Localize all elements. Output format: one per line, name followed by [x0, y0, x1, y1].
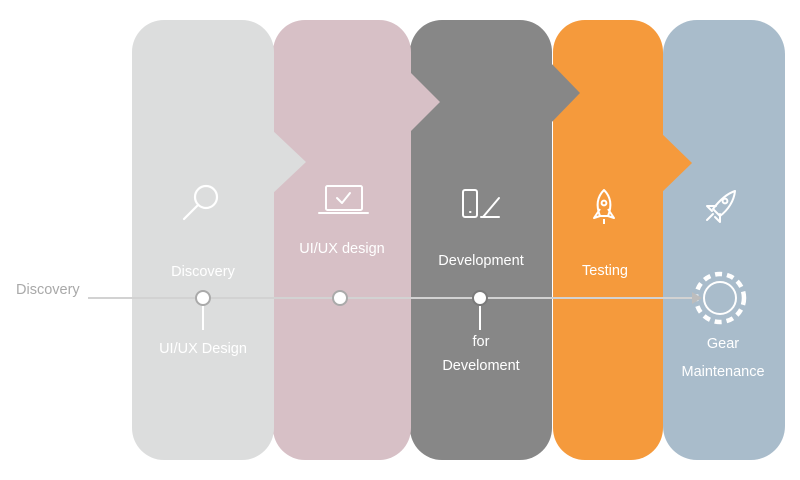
timeline-start-label: Discovery: [16, 282, 80, 298]
stage-panel-discovery: [132, 20, 306, 460]
timeline-arrowhead: [692, 292, 702, 304]
timeline-node: [332, 290, 348, 306]
stage-uiux-top-label: UI/UX design: [299, 241, 385, 257]
stage-discovery-bottom-label: UI/UX Design: [159, 341, 247, 357]
mobile-edit-icon: [462, 189, 500, 218]
rocket-icon: [593, 189, 615, 224]
stage-development-bottom-label-line1: for: [472, 334, 490, 350]
stage-panel-maintenance: [663, 20, 785, 460]
stage-discovery-top-label: Discovery: [171, 264, 235, 280]
stage-maintenance-label-line1: Gear: [706, 336, 740, 352]
rocket-tilted-icon: [706, 190, 736, 223]
stage-development-bottom-label-line2: Develoment: [442, 358, 520, 374]
stage-panel-testing: [553, 20, 692, 460]
timeline-node: [472, 290, 488, 306]
stage-panel-uiux: [273, 20, 440, 460]
stage-development-top-label: Development: [438, 253, 524, 269]
stage-testing-top-label: Testing: [582, 263, 628, 279]
stage-panel-development: [410, 20, 580, 460]
magnifier-icon: [182, 184, 219, 221]
timeline-node: [195, 290, 211, 306]
stage-maintenance-label-line2: Maintenance: [681, 364, 765, 380]
laptop-check-icon: [318, 185, 369, 214]
